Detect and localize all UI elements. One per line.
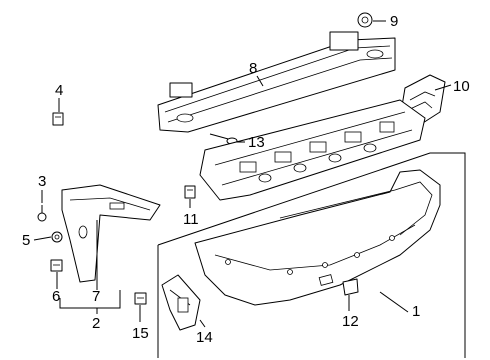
- callout-14: 14: [196, 329, 213, 346]
- energy-absorber: [199, 99, 426, 201]
- callout-7: 7: [92, 288, 100, 305]
- callout-1: 1: [412, 303, 420, 320]
- callout-12: 12: [342, 313, 359, 330]
- side-bracket: [61, 184, 161, 283]
- tow-hook-cover: [342, 278, 359, 296]
- callout-2: 2: [92, 315, 100, 332]
- callout-10: 10: [453, 78, 470, 95]
- callout-13: 13: [248, 134, 265, 151]
- callout-labels: 1 2 3 4 5 6 7 8 9 10 11 12 13 14 15: [22, 13, 470, 346]
- bumper-fascia: [194, 169, 441, 306]
- push-pin-part: [51, 231, 63, 243]
- callout-15: 15: [132, 325, 149, 342]
- retainer-part: [50, 259, 63, 272]
- callout-8: 8: [249, 60, 257, 77]
- retainer-part-15: [134, 292, 147, 305]
- callout-9: 9: [390, 13, 398, 30]
- clip-part-4: [52, 112, 64, 126]
- bumper-cover-panel-outline: [157, 152, 466, 358]
- clip-part-11: [184, 185, 196, 199]
- callout-6: 6: [52, 288, 60, 305]
- reflector-bracket: [161, 274, 201, 331]
- callout-5: 5: [22, 232, 30, 249]
- callout-11: 11: [183, 211, 199, 228]
- callout-2-bracket: [59, 290, 121, 314]
- leader-lines: [33, 20, 452, 328]
- callout-4: 4: [55, 82, 63, 99]
- impact-bar: [157, 31, 396, 133]
- nut-part: [357, 12, 373, 28]
- screw-part: [37, 205, 47, 222]
- callout-3: 3: [38, 173, 46, 190]
